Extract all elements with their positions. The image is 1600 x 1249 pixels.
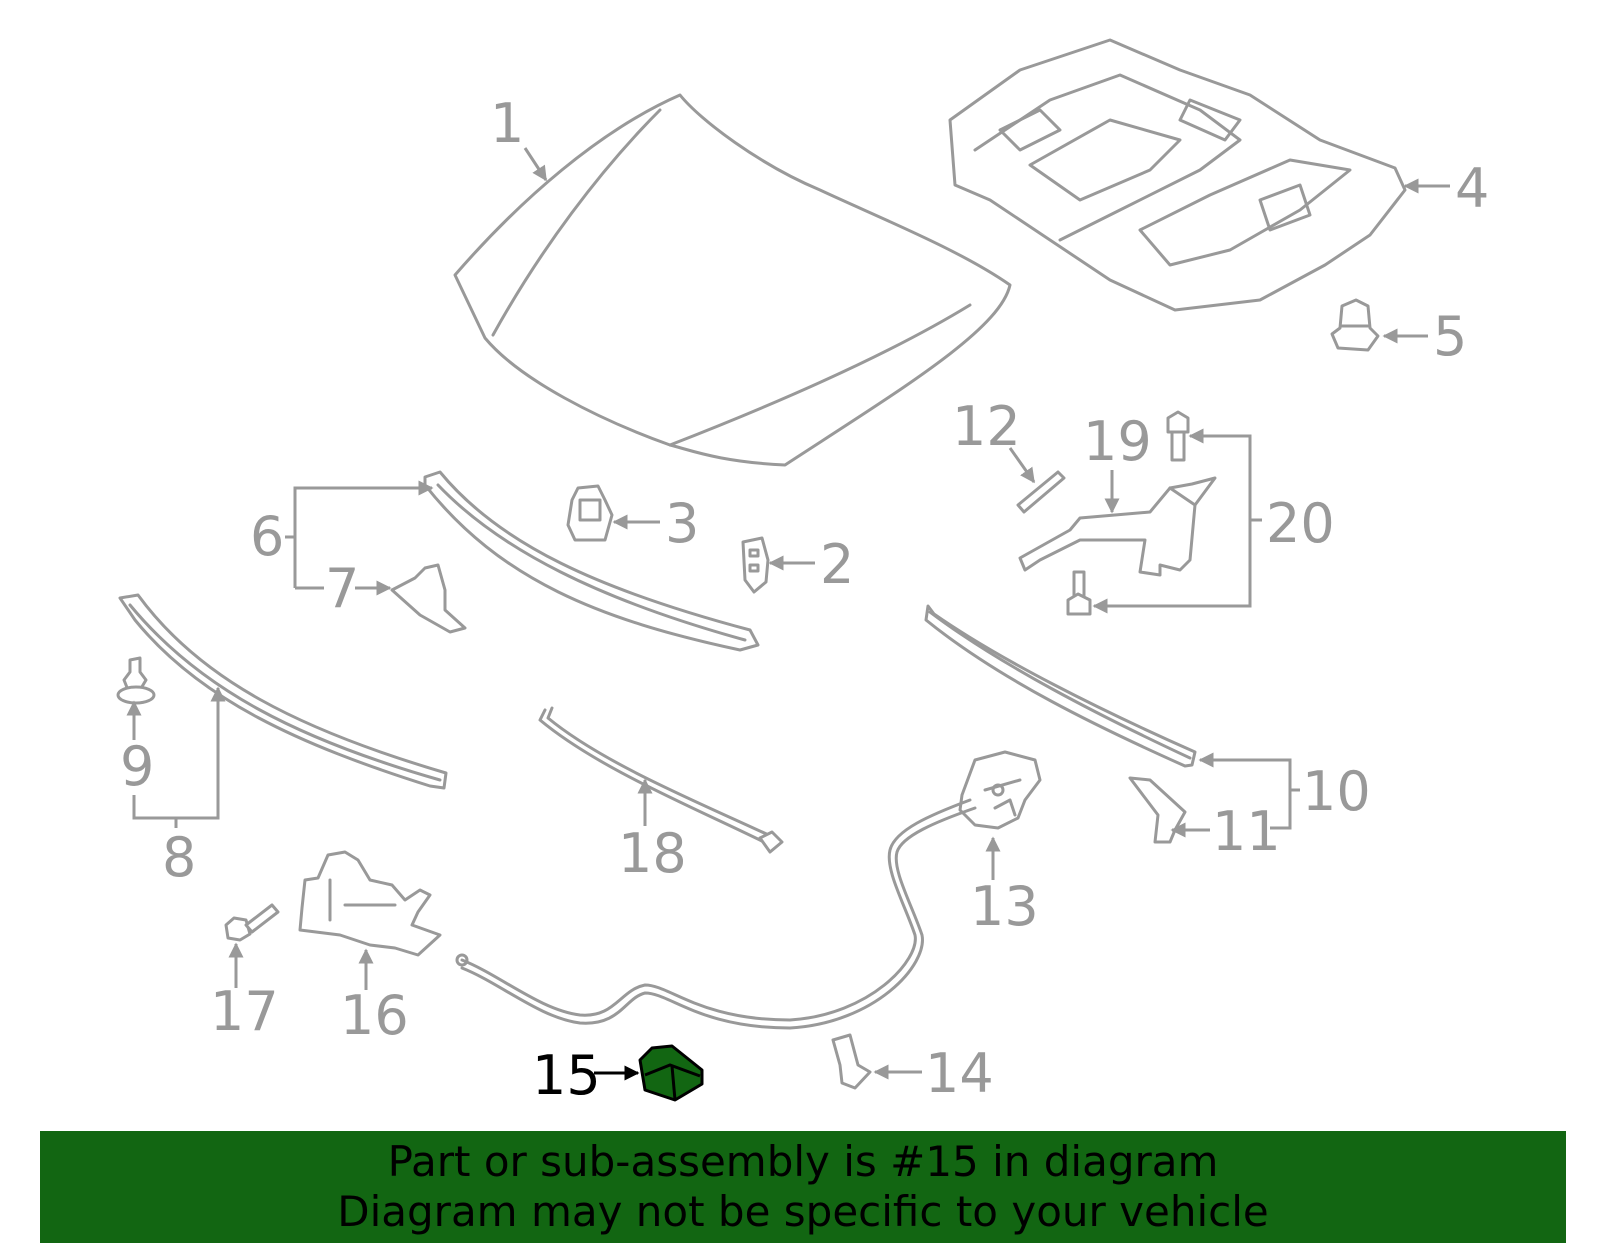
callout-label-19: 19 — [1083, 410, 1152, 473]
hood-seal-small[interactable] — [1016, 470, 1066, 514]
callout-label-15: 15 — [532, 1044, 601, 1107]
handle-bolt[interactable] — [224, 903, 280, 942]
hood-side-seal-left[interactable] — [118, 593, 448, 790]
callout-label-5: 5 — [1433, 305, 1467, 368]
callout-3: 3 — [612, 492, 699, 555]
callout-label-2: 2 — [820, 533, 854, 596]
callout-label-12: 12 — [952, 395, 1021, 458]
hood-front-seal[interactable] — [423, 470, 760, 652]
hood-panel[interactable] — [453, 93, 1012, 467]
callout-label-13: 13 — [970, 875, 1039, 938]
seal-end-bracket[interactable] — [1128, 776, 1187, 844]
callout-label-8: 8 — [162, 826, 196, 889]
callout-label-17: 17 — [210, 980, 279, 1043]
hood-release-cable[interactable] — [455, 798, 977, 1090]
bracket-bolt-upper[interactable] — [1166, 410, 1190, 462]
callout-19: 19 — [1083, 410, 1152, 514]
callout-label-18: 18 — [618, 822, 687, 885]
callout-label-14: 14 — [925, 1042, 994, 1105]
callout-label-16: 16 — [340, 984, 409, 1047]
callout-6-7: 6 7 — [250, 480, 434, 620]
callout-20: 20 — [1092, 428, 1335, 614]
callout-label-1: 1 — [490, 92, 524, 155]
callout-label-9: 9 — [120, 735, 154, 798]
hood-bumper-plate[interactable] — [741, 536, 770, 594]
callout-label-10: 10 — [1302, 760, 1371, 823]
seal-retainer-bracket[interactable] — [390, 563, 467, 634]
callout-label-11: 11 — [1212, 800, 1281, 863]
callout-4: 4 — [1403, 157, 1489, 220]
hood-side-seal-right[interactable] — [924, 604, 1197, 768]
callout-1: 1 — [490, 92, 548, 182]
callout-12: 12 — [952, 395, 1036, 484]
callout-15: 15 — [532, 1044, 640, 1107]
hood-insulator[interactable] — [948, 38, 1407, 312]
banner-line-2: Diagram may not be specific to your vehi… — [337, 1187, 1269, 1236]
hood-latch-support-bracket[interactable] — [1018, 476, 1217, 577]
callout-13: 13 — [970, 836, 1039, 938]
callout-label-20: 20 — [1266, 492, 1335, 555]
callout-8-9: 9 8 — [120, 686, 226, 889]
callout-18: 18 — [618, 778, 687, 885]
callout-16: 16 — [340, 948, 409, 1047]
callout-label-3: 3 — [665, 492, 699, 555]
push-pin-clip[interactable] — [116, 656, 156, 705]
callout-2: 2 — [768, 533, 854, 596]
seal-clip[interactable] — [566, 484, 614, 542]
callout-14: 14 — [873, 1042, 994, 1105]
callout-label-7: 7 — [325, 557, 359, 620]
banner-line-1: Part or sub-assembly is #15 in diagram — [387, 1137, 1219, 1186]
callout-label-4: 4 — [1455, 157, 1489, 220]
callout-17: 17 — [210, 942, 279, 1043]
hood-release-handle[interactable] — [298, 850, 442, 957]
hood-bumper-highlighted[interactable] — [638, 1044, 704, 1102]
callout-10-11: 10 11 — [1170, 752, 1371, 863]
hood-latch[interactable] — [958, 750, 1042, 830]
callout-5: 5 — [1382, 305, 1467, 368]
insulator-clip[interactable] — [1330, 298, 1380, 352]
bracket-bolt-lower[interactable] — [1066, 570, 1092, 616]
part-notice-banner: Part or sub-assembly is #15 in diagram D… — [40, 1131, 1566, 1243]
callout-label-6: 6 — [250, 505, 284, 568]
